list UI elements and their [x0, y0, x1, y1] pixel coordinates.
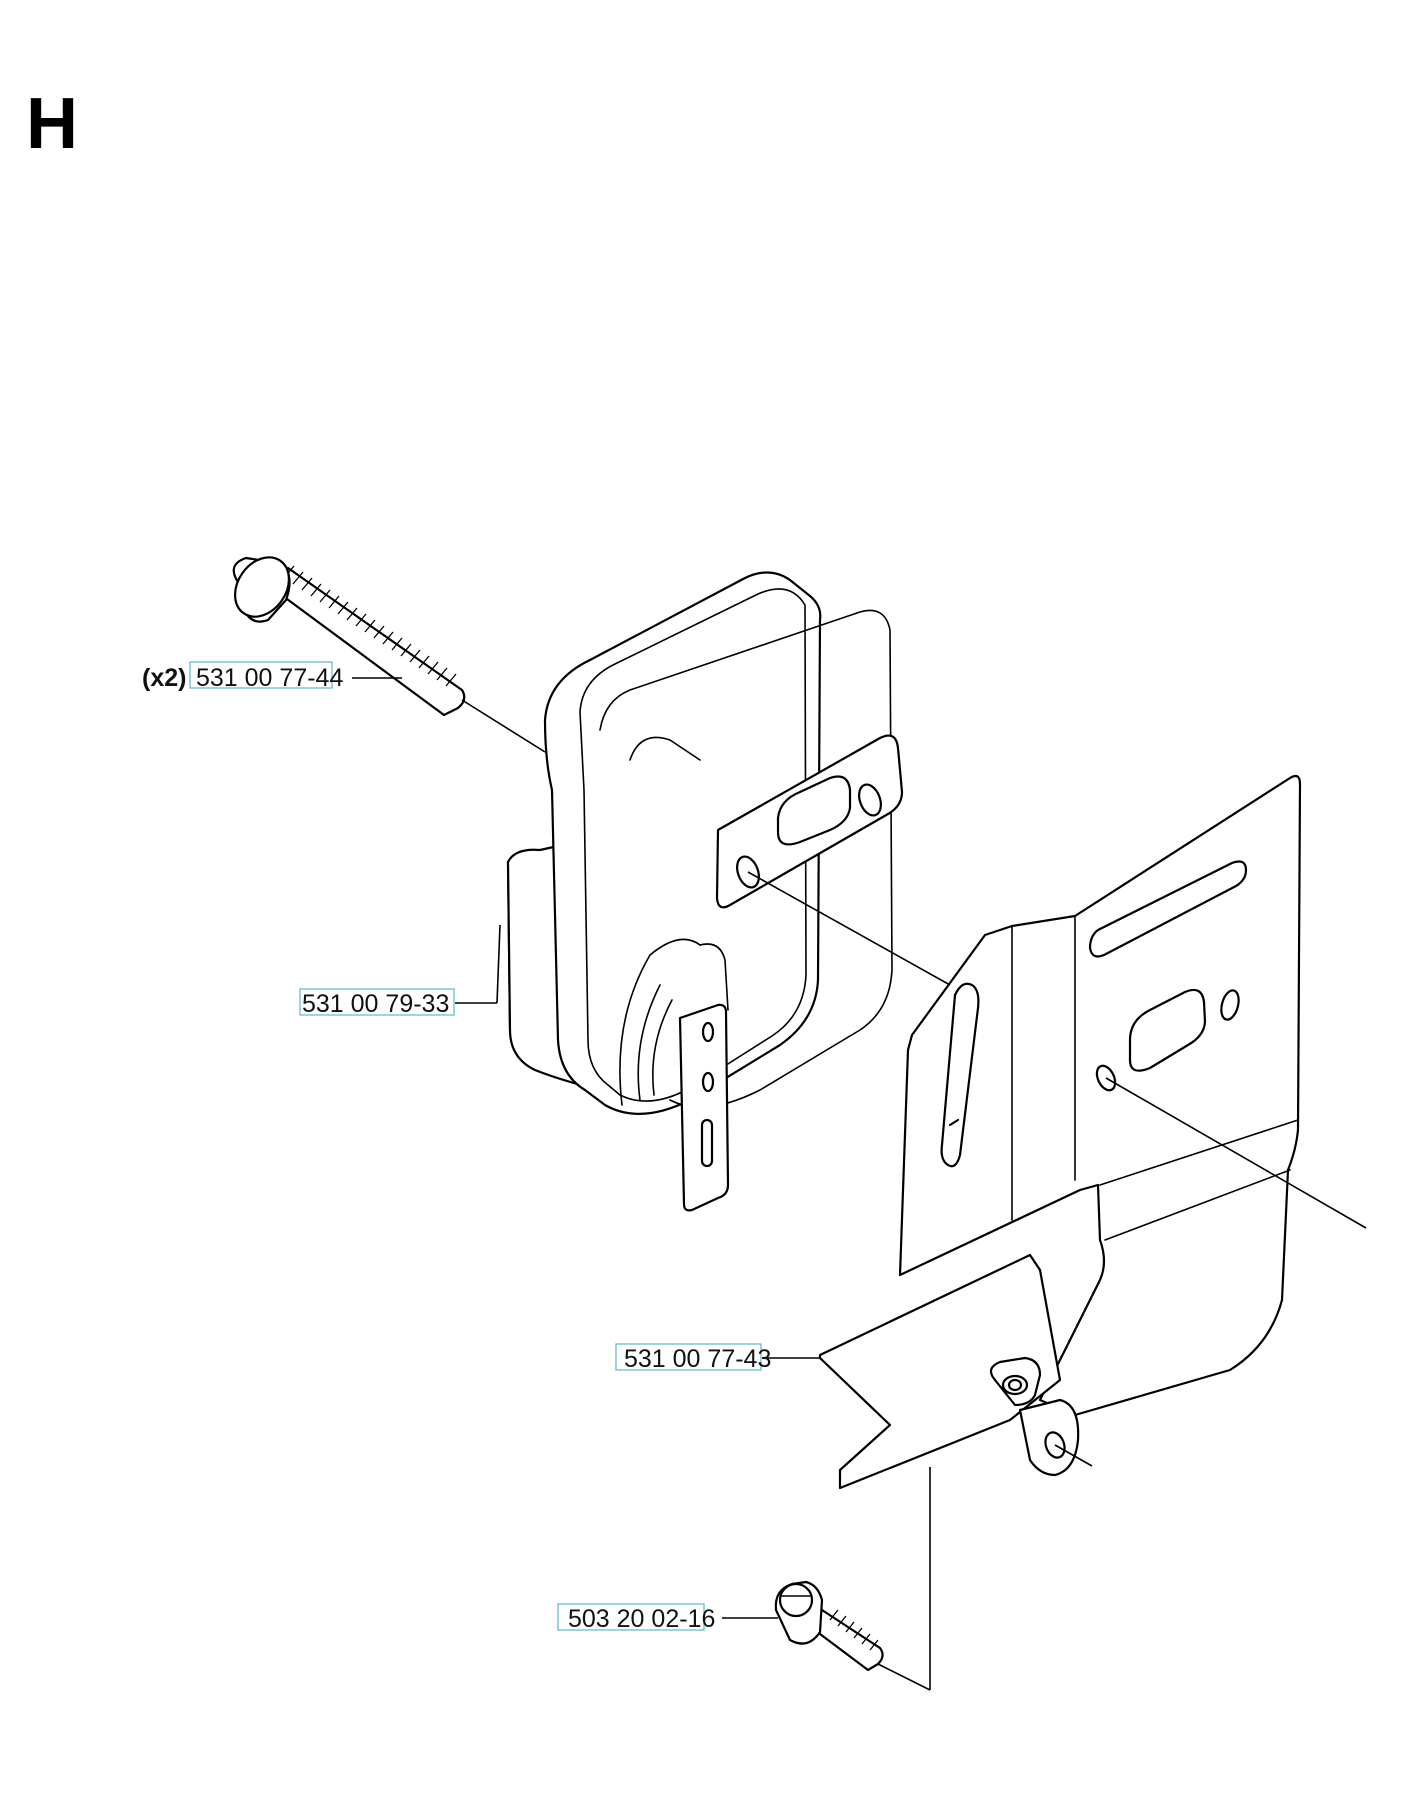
part-number-box	[557, 1603, 705, 1631]
part-number-box	[299, 988, 455, 1016]
part-number-box	[189, 661, 333, 689]
callout-screw-long[interactable]: (x2) 531 00 77-44	[142, 661, 343, 692]
long-screw-part[interactable]	[224, 547, 466, 717]
callout-muffler[interactable]: 531 00 79-33	[299, 988, 455, 1018]
leader-line-shield-hole	[1105, 1077, 1367, 1229]
small-bolt-part[interactable]	[774, 1580, 884, 1672]
heat-shield-part[interactable]	[818, 774, 1302, 1490]
muffler-part[interactable]	[506, 571, 904, 1212]
leader-line-flange	[747, 871, 951, 986]
leader-line-muffler-vertical	[496, 924, 501, 1004]
callout-bolt-small[interactable]: 503 20 02-16	[557, 1603, 715, 1633]
callout-heat-shield[interactable]: 531 00 77-43	[615, 1343, 771, 1373]
section-letter: H	[26, 84, 78, 164]
leader-line-screw-to-muffler	[461, 699, 546, 753]
part-number-box	[615, 1343, 762, 1371]
screw-quantity-label: (x2)	[142, 664, 186, 692]
leader-line-bolt-to-plate	[877, 1663, 931, 1691]
leader-line-tab	[1054, 1444, 1093, 1467]
screw-part-number[interactable]: 531 00 77-44	[196, 664, 343, 692]
bolt-part-number[interactable]: 503 20 02-16	[568, 1605, 715, 1633]
heat-shield-part-number[interactable]: 531 00 77-43	[624, 1345, 771, 1373]
muffler-part-number[interactable]: 531 00 79-33	[302, 990, 449, 1018]
leader-lines	[352, 677, 1367, 1691]
bolt-thread-lines	[829, 1609, 879, 1651]
